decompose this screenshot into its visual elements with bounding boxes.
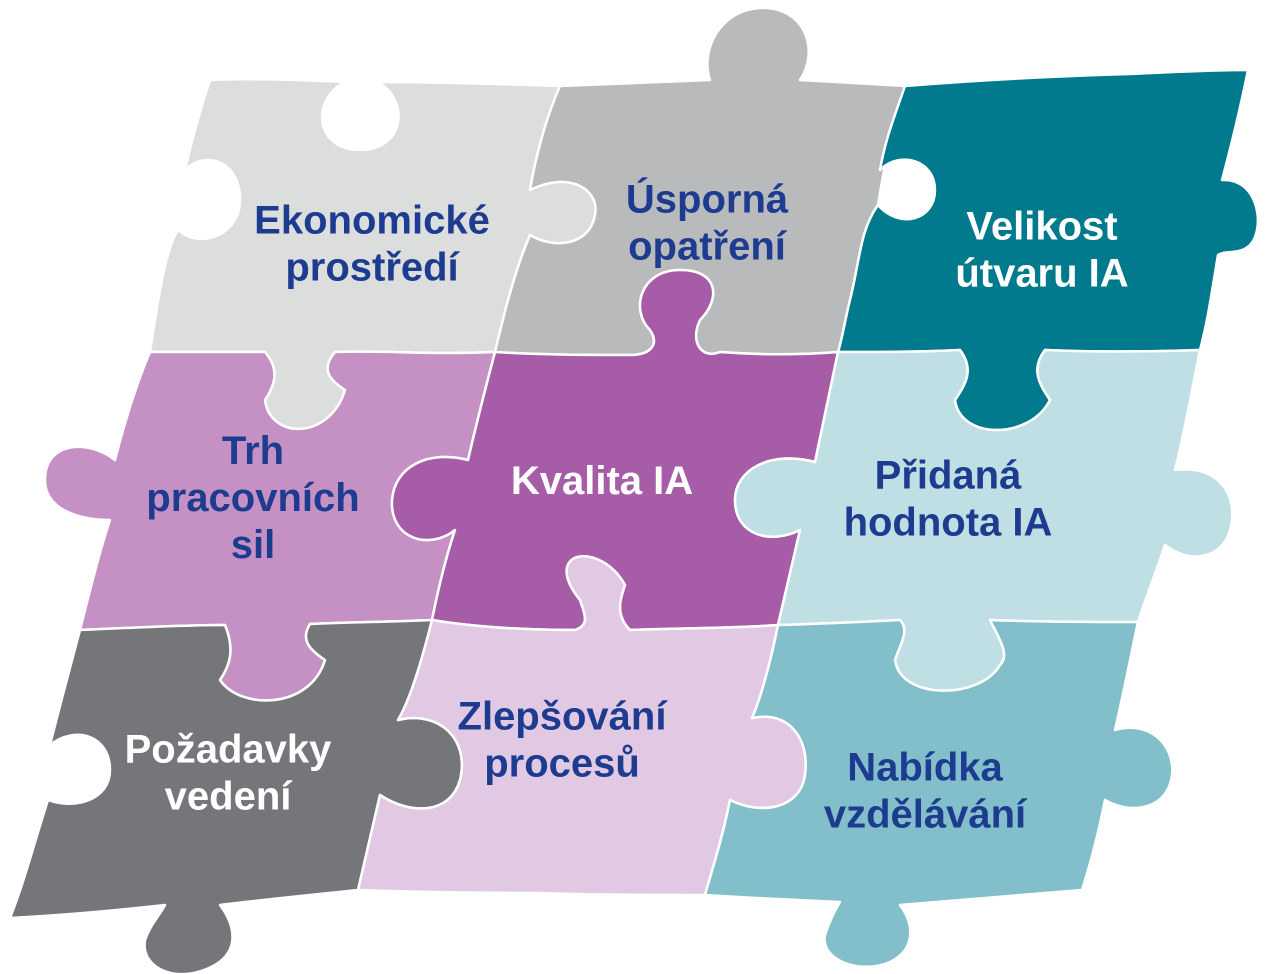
piece-label-line: vzdělávání bbox=[824, 793, 1028, 837]
piece-label-line: Zlepšování bbox=[458, 695, 669, 739]
piece-label-line: procesů bbox=[484, 742, 640, 786]
piece-label-line: Požadavky bbox=[125, 728, 333, 772]
piece-label-line: Přidaná bbox=[875, 454, 1022, 498]
piece-label-line: vedení bbox=[165, 775, 294, 819]
piece-label-line: prostředí bbox=[285, 246, 460, 290]
piece-label-line: Velikost bbox=[966, 205, 1117, 249]
piece-label-line: útvaru IA bbox=[955, 252, 1128, 296]
piece-label-line: pracovních bbox=[146, 476, 359, 520]
piece-label-line: Nabídka bbox=[847, 746, 1003, 790]
piece-label-line: Kvalita IA bbox=[511, 459, 693, 503]
piece-label-line: sil bbox=[231, 523, 275, 567]
piece-kvalita-ia: Kvalita IA bbox=[390, 268, 840, 632]
piece-label-line: opatření bbox=[628, 225, 788, 269]
piece-label-line: Ekonomické bbox=[254, 199, 490, 243]
piece-shape bbox=[703, 618, 1174, 969]
piece-label-line: hodnota IA bbox=[844, 501, 1053, 545]
piece-label: Kvalita IA bbox=[511, 459, 693, 503]
piece-label-line: Úsporná bbox=[626, 176, 789, 222]
piece-label-line: Trh bbox=[222, 429, 284, 473]
